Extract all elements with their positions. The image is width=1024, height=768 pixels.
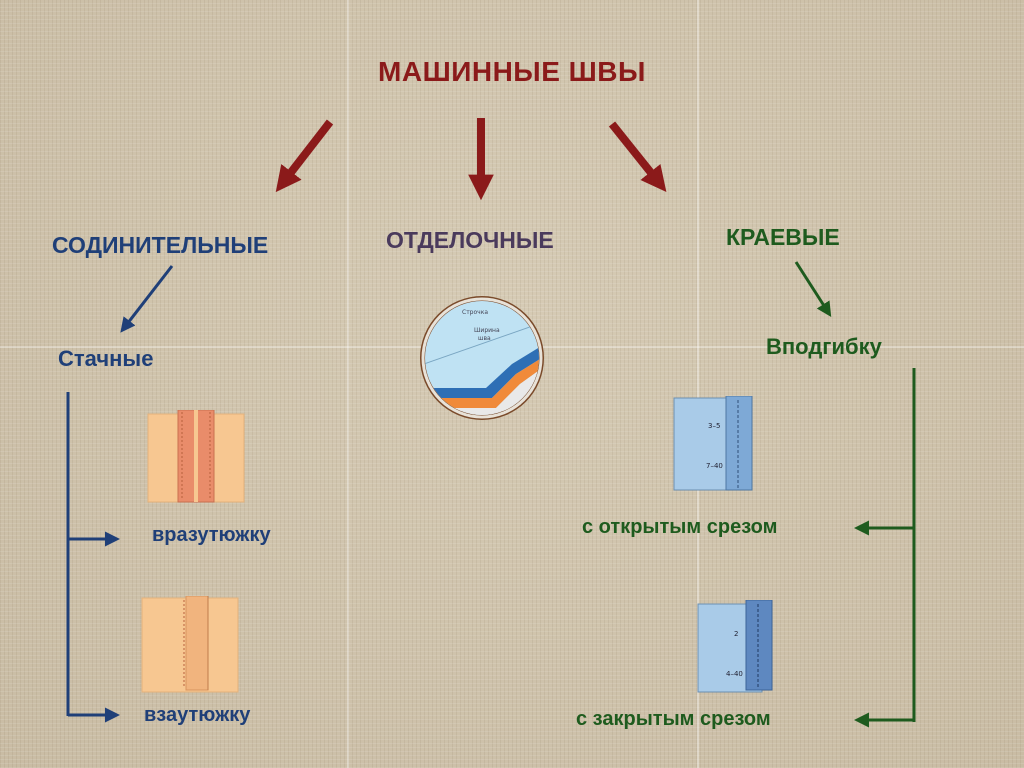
category-edge: КРАЕВЫЕ [726,224,840,250]
category-finishing: ОТДЕЛОЧНЫЕ [386,227,554,253]
leaf-open-raw-edge: с открытым срезом [582,516,778,538]
arrow-to-joining [275,119,334,193]
subtype-stitch: Стачные [58,346,154,371]
illustration-label: шва [478,335,491,342]
dimension-label: 7–40 [706,462,723,470]
arrow-to-edge [608,121,667,192]
illustration-label: Строчка [462,309,488,316]
background-divider [347,0,349,768]
open-seam-illustration [147,410,245,503]
arrow-to-hem [794,261,832,318]
leaf-closed-raw-edge: с закрытым срезом [576,708,771,730]
onside-seam-illustration [141,596,239,693]
dimension-label: 2 [734,630,738,638]
leaf-onside-seam: взаутюжку [144,704,251,726]
illustration-label: Ширина [474,327,500,334]
diagram-title: МАШИННЫЕ ШВЫ [378,56,646,87]
dimension-label: 3–5 [708,422,720,430]
dimension-label: 4–40 [726,670,743,678]
arrow-to-stitch [120,265,174,333]
finishing-seam-illustration: Строчка Ширина шва [420,296,544,420]
leaf-open-seam: вразутюжку [152,524,271,546]
subtype-hem: Вподгибку [766,334,882,359]
closed-raw-edge-illustration: 2 4–40 [697,600,773,693]
open-raw-edge-illustration: 3–5 7–40 [673,396,753,491]
background-divider [697,0,699,768]
category-joining: СОДИНИТЕЛЬНЫЕ [52,232,269,258]
